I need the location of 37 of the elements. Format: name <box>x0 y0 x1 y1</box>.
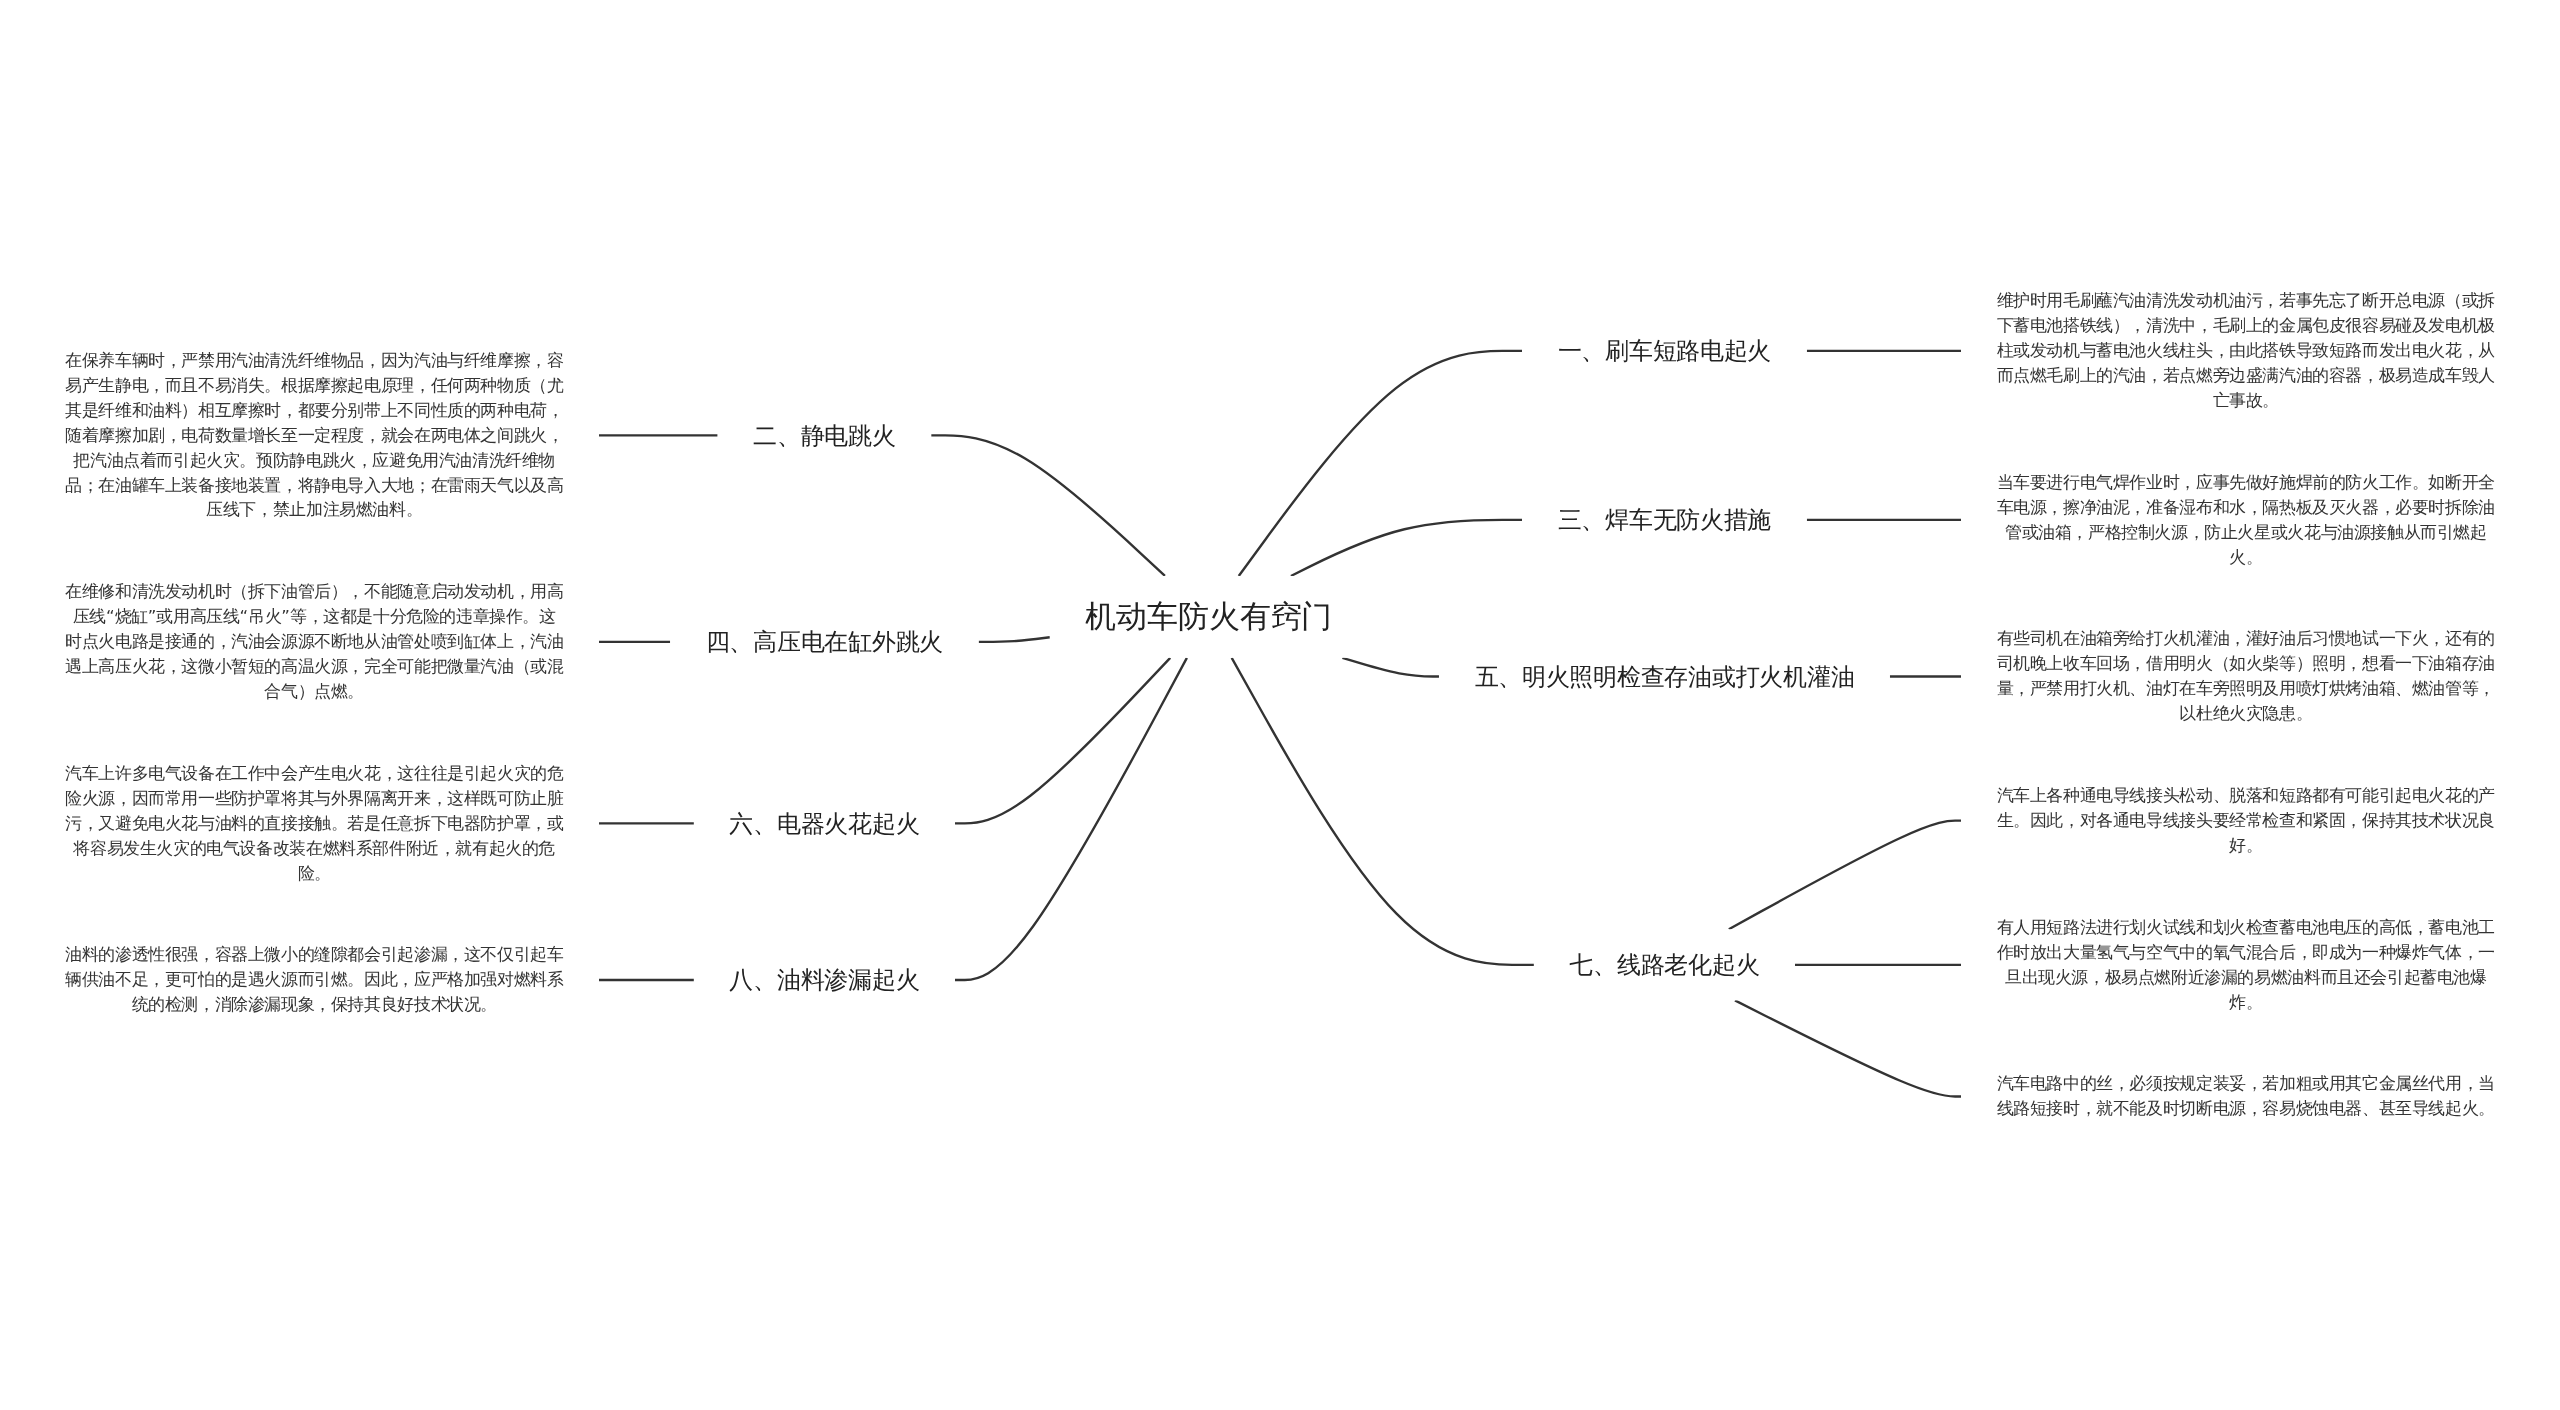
node-text: 五、明火照明检查存油或打火机灌油 <box>1474 662 1855 691</box>
connector <box>599 822 694 825</box>
node-text: 在维修和清洗发动机时（拆下油管后），不能随意启动发动机，用高压线“烧缸”或用高压线“吊火”等，这都是十分危险的违章操作。这时点火电路是接通的，汽油会源源不断地从油管处喷到缸体上，汽油遇上高压火花，这微小暂短的高温火源，完全可能把微量汽油（或混合气）点燃。 <box>65 581 564 701</box>
node-text: 机动车防火有窍门 <box>1085 598 1333 635</box>
node-text: 油料的渗透性很强，容器上微小的缝隙都会引起渗漏，这不仅引起车辆供油不足，更可怕的是遇火源而引燃。因此，应严格加强对燃料系统的检测，消除渗漏现象，保持其良好技术状况。 <box>65 944 564 1014</box>
connector <box>599 978 694 982</box>
connector <box>1237 349 1523 577</box>
node-text: 当车要进行电气焊作业时，应事先做好施焊前的防火工作。如断开全车电源，擦净油泥，准备湿布和水，隔热板及灭火器，必要时拆除油管或油箱，严格控制火源，防止火星或火花与油源接触从而引燃起火。 <box>1996 472 2495 567</box>
node-text: 六、电器火花起火 <box>729 809 920 838</box>
node-text: 一、刷车短路电起火 <box>1557 336 1772 366</box>
node-text: 维护时用毛刷蘸汽油清洗发动机油污，若事先忘了断开总电源（或拆下蓄电池搭铁线），清洗中，毛刷上的金属包皮很容易碰及发电机极柱或发动机与蓄电池火线柱头，由此搭铁导致短路而发出电火花，从而点燃毛刷上的汽油，若点燃旁边盛满汽油的容器，极易造成车毁人亡事故。 <box>1996 290 2495 410</box>
node-text: 七、线路老化起火 <box>1569 950 1760 980</box>
connector <box>599 434 718 437</box>
connector <box>954 657 1188 982</box>
node-text: 有些司机在油箱旁给打火机灌油，灌好油后习惯地试一下火，还有的司机晚上收车回场，借用明火（如火柴等）照明，想看一下油箱存油量，严禁用打火机、油灯在车旁照明及用喷灯烘烤油箱、燃油管等，以杜绝火灾隐患。 <box>1996 629 2495 723</box>
connector <box>599 640 671 643</box>
connector <box>1794 963 1961 966</box>
connector <box>1230 657 1534 966</box>
node-text: 八、油料渗漏起火 <box>729 965 920 995</box>
connector <box>954 657 1172 825</box>
node-text: 在保养车辆时，严禁用汽油清洗纤维物品，因为汽油与纤维摩擦，容易产生静电，而且不易消失。根据摩擦起电原理，任何两种物质（尤其是纤维和油料）相互摩擦时，都要分别带上不同性质的两种电荷，随着摩擦加剧，电荷数量增长至一定程度，就会在两电体之间跳火，把汽油点着而引起火灾。预防静电跳火，应避免用汽油清洗纤维物品；在油罐车上装备接地装置，将静电导入大地；在雷雨天气以及高压线下，禁止加注易燃油料。 <box>65 350 564 520</box>
node-text: 二、静电跳火 <box>753 421 896 450</box>
connector <box>1889 675 1961 678</box>
node-text: 汽车上各种通电导线接头松动、脱落和短路都有可能引起电火花的产生。因此，对各通电导线接头要经常检查和紧固，保持其技术状况良好。 <box>1996 785 2495 855</box>
connector <box>1734 999 1961 1098</box>
connector <box>978 636 1050 643</box>
connector <box>931 434 1166 577</box>
connector <box>1290 518 1523 578</box>
connector <box>1728 819 1961 931</box>
connector <box>1806 349 1961 353</box>
connector <box>1806 518 1961 522</box>
node-text: 汽车上许多电气设备在工作中会产生电火花，这往往是引起火灾的危险火源，因而常用一些防护罩将其与外界隔离开来，这样既可防止脏污，又避免电火花与油料的直接接触。若是任意拆下电器防护罩，或将容易发生火灾的电气设备改装在燃料系部件附近，就有起火的危险。 <box>65 763 564 883</box>
node-text: 三、焊车无防火措施 <box>1557 505 1772 535</box>
node-text: 汽车电路中的丝，必须按规定装妥，若加粗或用其它金属丝代用，当线路短接时，就不能及时切断电源，容易烧蚀电器、甚至导线起火。 <box>1996 1073 2495 1118</box>
node-text: 四、高压电在缸外跳火 <box>705 627 944 657</box>
connector <box>1342 656 1439 678</box>
node-text: 有人用短路法进行划火试线和划火检查蓄电池电压的高低，蓄电池工作时放出大量氢气与空气中的氧气混合后，即成为一种爆炸气体，一旦出现火源，极易点燃附近渗漏的易燃油料而且还会引起蓄电池爆炸。 <box>1996 917 2495 1012</box>
